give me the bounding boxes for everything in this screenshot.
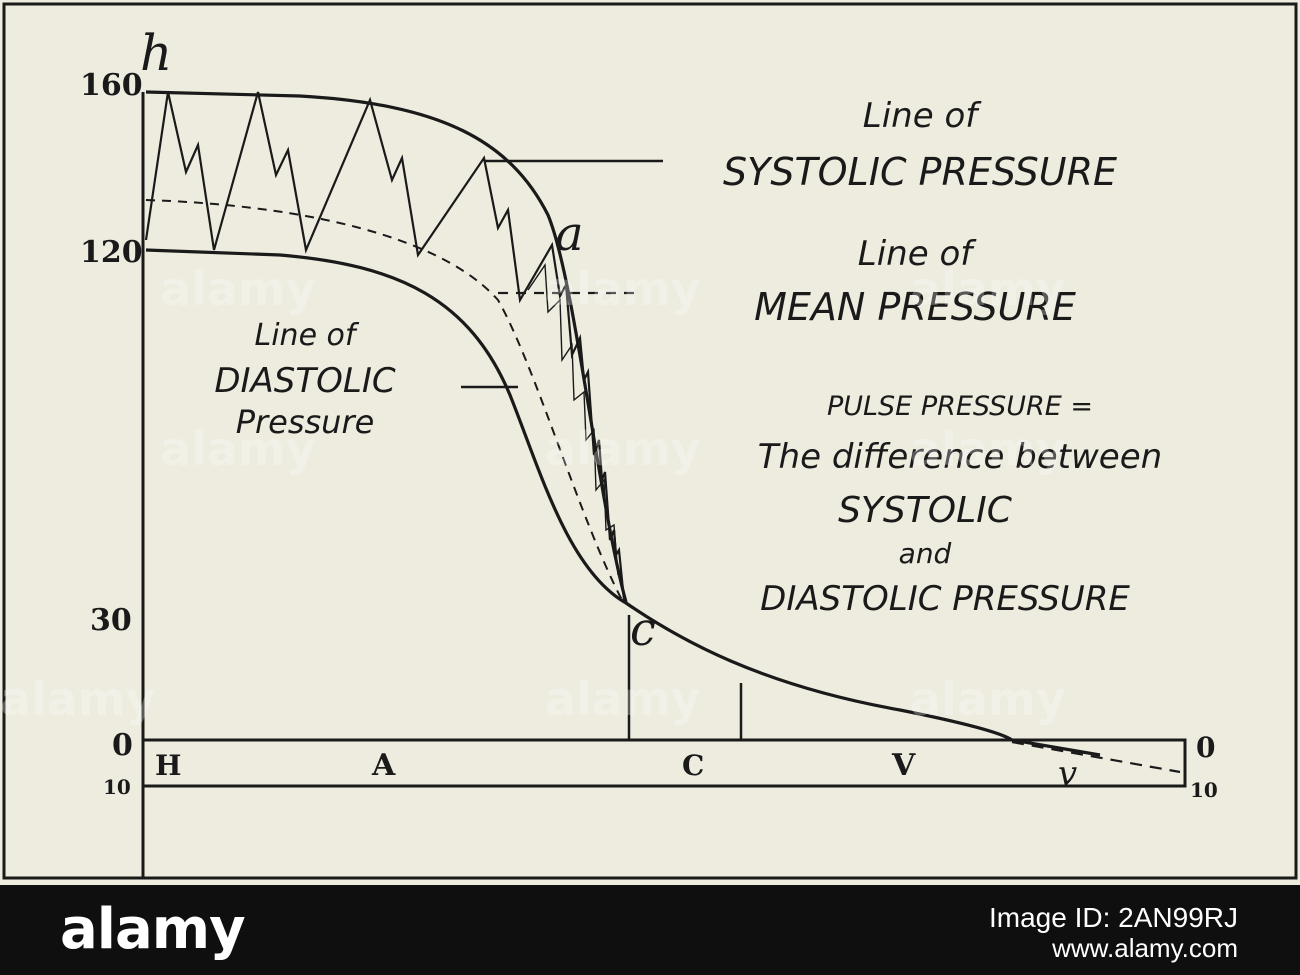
point-c-label: c [630,602,656,656]
pulse-label-line3: SYSTOLIC [838,490,1013,531]
pulse-label-line1: PULSE PRESSURE = [827,391,1093,422]
watermark: alamy [910,422,1066,476]
vessel-bar [141,738,1187,788]
point-v-label: v [1058,754,1077,794]
pressure-diagram: 160 120 30 0 10 0 10 h a c v H A C V Lin… [0,2,1298,880]
right-label-0: 0 [1196,731,1215,764]
segment-a-label: A [371,748,396,783]
point-h-label: h [140,24,172,82]
diagram-scan: 160 120 30 0 10 0 10 h a c v H A C V Lin… [0,0,1300,885]
site-url-link[interactable]: www.alamy.com [1052,933,1238,963]
segment-h-label: H [155,749,181,782]
segment-c-label: C [682,749,704,782]
footer-info: Image ID: 2AN99RJ www.alamy.com [989,902,1238,964]
venous-dashed-line [1011,740,1181,774]
right-label-10: 10 [1190,778,1218,802]
pulse-wave [144,91,626,601]
figure-border [2,2,1298,880]
y-label-160: 160 [80,68,143,103]
diastolic-label-line2: DIASTOLIC [214,361,396,401]
watermark: alamy [160,422,316,476]
systolic-pressure-curve [145,90,628,603]
pulse-label-line5: DIASTOLIC PRESSURE [760,579,1130,619]
y-label-10: 10 [103,775,131,799]
systolic-label-line1: Line of [863,96,982,136]
y-label-0: 0 [112,728,133,763]
y-label-30: 30 [90,603,132,638]
segment-v-label: V [891,748,916,783]
watermark: alamy [910,262,1066,316]
pulse-label-line4: and [899,537,952,570]
point-a-label: a [555,206,584,262]
y-label-120: 120 [80,235,143,270]
footer-bar: alamy Image ID: 2AN99RJ www.alamy.com [0,885,1300,975]
pulse-label-line2: The difference between [758,437,1162,477]
watermark: alamy [160,262,316,316]
pulse-wave-inner [527,262,619,576]
diastolic-label-line1: Line of [255,318,360,353]
alamy-logo[interactable]: alamy [60,897,246,962]
watermark: alamy [545,672,701,726]
mean-label-line2: MEAN PRESSURE [754,285,1076,329]
watermark-group: alamy alamy alamy alamy alamy alamy alam… [0,262,1066,726]
watermark: alamy [0,672,156,726]
mean-pressure-curve [145,199,623,601]
diastolic-label-line3: Pressure [236,403,375,441]
mean-label-line1: Line of [858,234,977,274]
watermark: alamy [545,422,701,476]
watermark: alamy [910,672,1066,726]
systolic-label-line2: SYSTOLIC PRESSURE [723,150,1117,194]
watermark: alamy [545,262,701,316]
image-id-text: Image ID: 2AN99RJ [989,902,1238,933]
diastolic-pressure-curve [145,248,1101,757]
